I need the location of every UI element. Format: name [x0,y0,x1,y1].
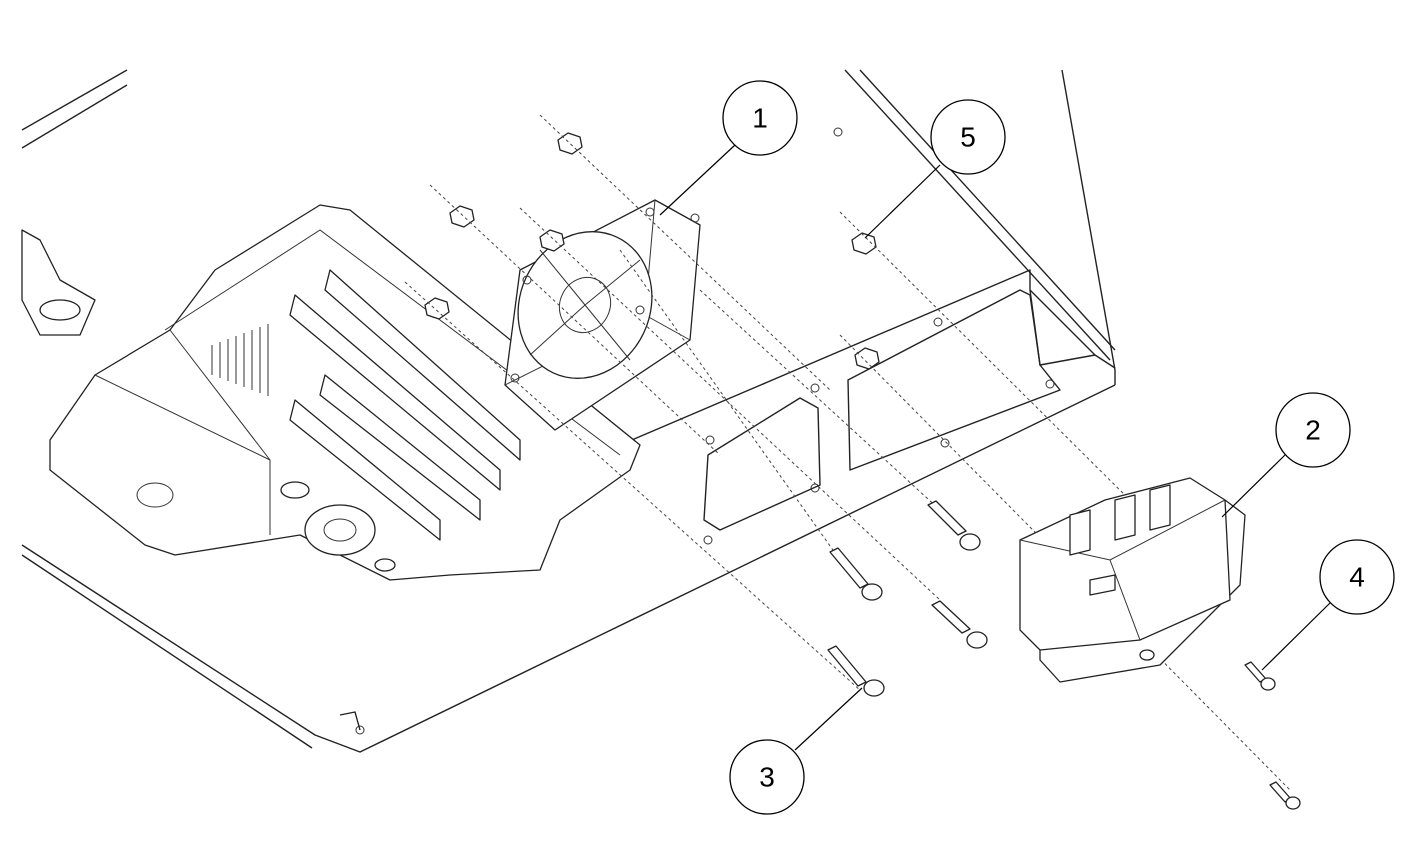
callout-balloon-5: 5 [930,99,1006,175]
leader-line-1 [659,144,736,216]
callout-balloon-1: 1 [722,80,798,156]
callout-balloon-3: 3 [729,739,805,815]
enclosure-panel [21,69,1116,753]
fan [504,199,701,431]
leader-line-5 [864,164,941,239]
callout-balloon-4: 4 [1319,539,1395,615]
leader-line-3 [794,687,863,751]
callout-number: 5 [960,122,976,153]
inlet-screws [1244,661,1301,810]
callout-number: 1 [752,103,768,134]
leader-line-4 [1261,602,1331,671]
fan-screws [827,500,988,697]
leader-line-2 [1221,454,1286,518]
power-inlet-module [1019,477,1246,683]
callout-balloon-2: 2 [1275,392,1351,468]
controller-board-assembly [21,204,641,581]
callout-number: 4 [1349,562,1365,593]
hex-nuts [424,132,880,370]
callout-number: 2 [1305,415,1321,446]
callout-number: 3 [759,762,775,793]
